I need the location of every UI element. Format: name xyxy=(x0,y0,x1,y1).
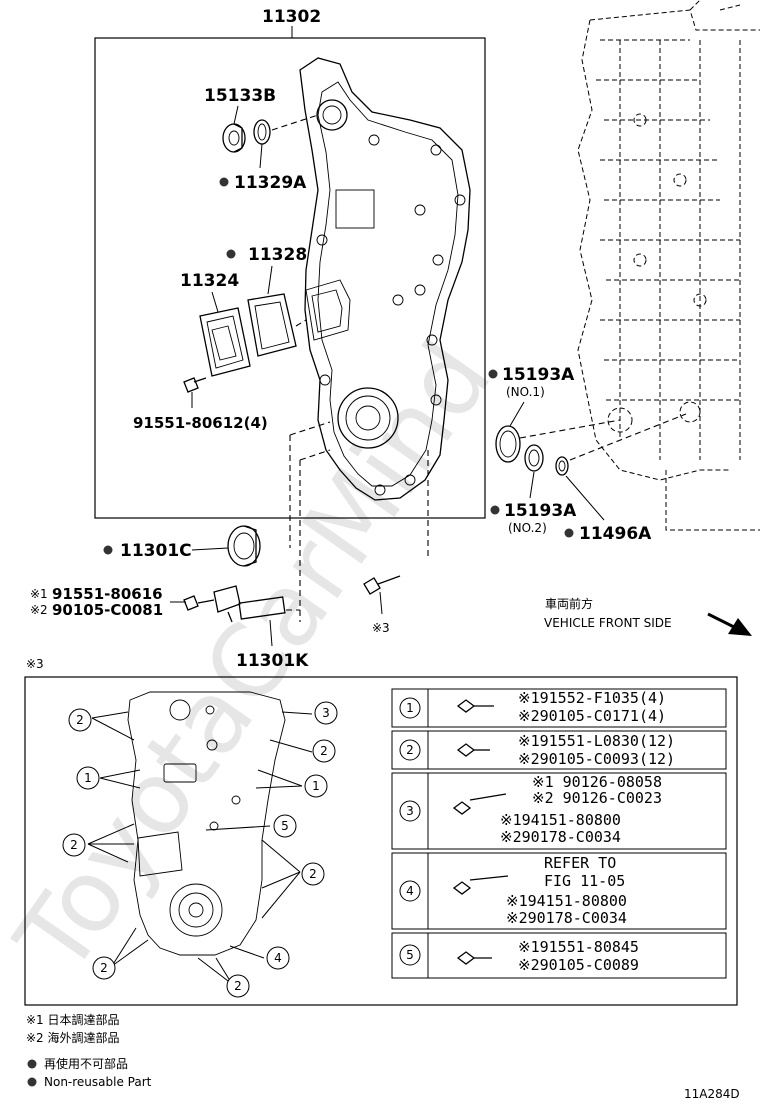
svg-text:1: 1 xyxy=(84,771,92,785)
callout-91551-80612[interactable]: 91551-80612(4) xyxy=(133,414,268,432)
svg-text:3: 3 xyxy=(406,804,414,818)
svg-text:3: 3 xyxy=(322,706,330,720)
callout-11324[interactable]: 11324 xyxy=(180,271,239,291)
svg-text:2: 2 xyxy=(70,838,78,852)
callout-91551-80616[interactable]: 91551-80616 xyxy=(52,585,163,603)
svg-text:※194151-80800: ※194151-80800 xyxy=(500,811,621,829)
mini-cover-diagram xyxy=(127,691,286,956)
svg-text:2: 2 xyxy=(76,713,84,727)
note-no2: (NO.2) xyxy=(508,521,547,535)
callout-15193a-no1[interactable]: 15193A xyxy=(502,365,575,385)
svg-text:※290105-C0089: ※290105-C0089 xyxy=(518,956,639,974)
bolt-row-2[interactable]: 2 ※191551-L0830(12) ※290105-C0093(12) xyxy=(399,732,675,768)
svg-text:2: 2 xyxy=(234,979,242,993)
bolt-row-3[interactable]: 3 ※1 90126-08058 ※2 90126-C0023 ※194151-… xyxy=(399,773,662,846)
cover-plate-11324[interactable] xyxy=(199,307,251,377)
legend-note-2: ※2 海外調達部品 xyxy=(26,1030,120,1045)
svg-text:1: 1 xyxy=(312,779,320,793)
svg-text:※194151-80800: ※194151-80800 xyxy=(506,892,627,910)
bolt-row-1[interactable]: 1 ※191552-F1035(4) ※290105-C0171(4) xyxy=(399,689,666,725)
svg-text:※290105-C0171(4): ※290105-C0171(4) xyxy=(518,707,666,725)
bolt-table: 1 ※191552-F1035(4) ※290105-C0171(4) 2 ※1… xyxy=(391,688,727,979)
callout-11301c[interactable]: 11301C xyxy=(120,541,192,561)
oring-15193a-no2[interactable] xyxy=(524,444,544,472)
callout-ref-3[interactable]: ※3 xyxy=(372,621,390,635)
callout-15193a-no2[interactable]: 15193A xyxy=(504,501,577,521)
svg-text:※290178-C0034: ※290178-C0034 xyxy=(506,909,627,927)
oring-15193a-no1[interactable] xyxy=(495,425,521,463)
inset-title: ※3 xyxy=(26,657,44,671)
svg-text:4: 4 xyxy=(406,884,414,898)
oring-11329a[interactable] xyxy=(253,119,271,145)
crank-sensor-11301k[interactable] xyxy=(213,585,286,623)
legend-nonreuse-jp: 再使用不可部品 xyxy=(44,1056,128,1071)
oring-11496a[interactable] xyxy=(555,456,569,476)
engine-block xyxy=(577,0,760,531)
callout-15133b[interactable]: 15133B xyxy=(204,86,276,106)
svg-text:※191551-80845: ※191551-80845 xyxy=(518,938,639,956)
figure-id: 11A284D xyxy=(684,1087,740,1101)
svg-text:5: 5 xyxy=(406,948,414,962)
svg-text:※191551-L0830(12): ※191551-L0830(12) xyxy=(518,732,675,750)
note-no1: (NO.1) xyxy=(506,385,545,399)
callout-11328[interactable]: 11328 xyxy=(248,245,307,265)
inset-callouts: 2 3 2 1 1 5 2 2 2 4 2 xyxy=(62,701,338,998)
legend-note-1: ※1 日本調達部品 xyxy=(26,1012,120,1027)
arrow-icon xyxy=(707,612,752,636)
inset-frame xyxy=(24,676,738,1006)
svg-text:1: 1 xyxy=(406,701,414,715)
bolt-ref-3[interactable] xyxy=(363,575,401,595)
vehicle-front-jp: 車両前方 xyxy=(545,596,593,611)
svg-text:※290105-C0093(12): ※290105-C0093(12) xyxy=(518,750,675,768)
svg-text:2: 2 xyxy=(100,961,108,975)
plug-15133b[interactable] xyxy=(222,123,246,153)
bolt-91551-80612[interactable] xyxy=(183,377,207,393)
timing-chain-cover[interactable] xyxy=(299,57,471,501)
callout-11301k[interactable]: 11301K xyxy=(236,651,309,671)
svg-text:※1 90126-08058: ※1 90126-08058 xyxy=(532,773,662,791)
marker-1: ※1 xyxy=(30,587,48,601)
svg-text:※2 90126-C0023: ※2 90126-C0023 xyxy=(532,789,662,807)
svg-text:2: 2 xyxy=(406,743,414,757)
svg-text:※191552-F1035(4): ※191552-F1035(4) xyxy=(518,689,666,707)
callout-11496a[interactable]: 11496A xyxy=(579,524,652,544)
svg-text:2: 2 xyxy=(320,744,328,758)
gasket-11328[interactable] xyxy=(247,293,297,357)
callout-11329a[interactable]: 11329A xyxy=(234,173,307,193)
svg-text:※290178-C0034: ※290178-C0034 xyxy=(500,828,621,846)
legend-nonreuse-en: Non-reusable Part xyxy=(44,1075,152,1089)
sensor-bolt[interactable] xyxy=(183,595,215,611)
bolt-row-4[interactable]: 4 REFER TO FIG 11-05 ※194151-80800 ※2901… xyxy=(399,854,627,927)
svg-text:FIG 11-05: FIG 11-05 xyxy=(544,872,625,890)
callout-90105-c0081[interactable]: 90105-C0081 xyxy=(52,601,163,619)
oil-seal-11301c[interactable] xyxy=(227,525,261,567)
svg-text:5: 5 xyxy=(281,819,289,833)
svg-text:REFER TO: REFER TO xyxy=(544,854,616,872)
marker-2: ※2 xyxy=(30,603,48,617)
svg-text:2: 2 xyxy=(309,867,317,881)
svg-text:4: 4 xyxy=(274,951,282,965)
callout-11302[interactable]: 11302 xyxy=(262,7,321,27)
vehicle-front-en: VEHICLE FRONT SIDE xyxy=(544,616,672,630)
bolt-row-5[interactable]: 5 ※191551-80845 ※290105-C0089 xyxy=(399,938,639,974)
